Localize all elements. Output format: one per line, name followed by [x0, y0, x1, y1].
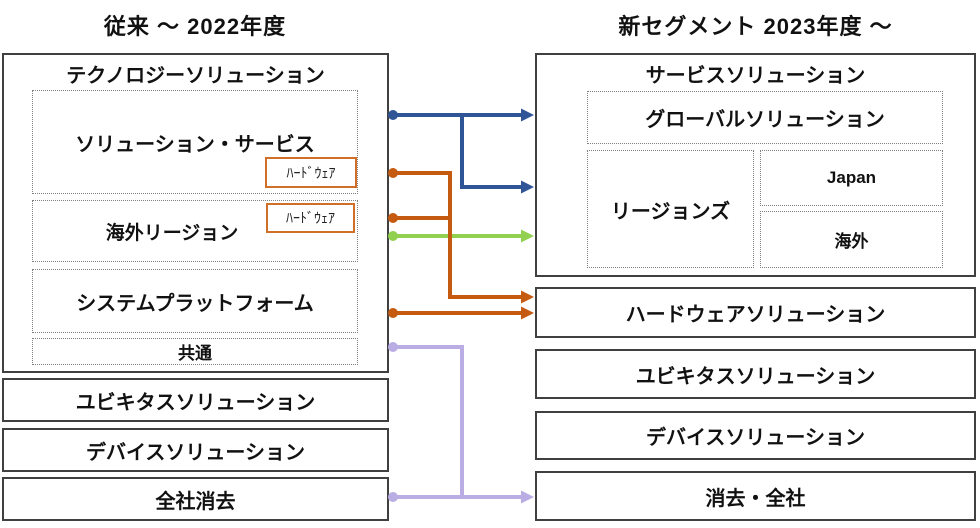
hardware-solutions-label: ハードウェアソリューション	[625, 304, 886, 326]
hardware-tag-overseas-regions: ﾊｰﾄﾞｳｪｱ	[266, 203, 355, 233]
arrow-orange-hardware	[388, 168, 534, 320]
japan-box: Japan	[760, 150, 943, 206]
japan-label: Japan	[826, 168, 877, 187]
ubiquitous-solutions-left-label: ユビキタスソリューション	[75, 391, 316, 414]
overseas-regions-label: 海外リージョン	[105, 222, 239, 244]
overseas-label: 海外	[834, 232, 869, 251]
regions-box: リージョンズ	[587, 150, 754, 268]
global-solutions-box: グローバルソリューション	[587, 91, 943, 144]
arrow-green-overseas	[388, 229, 534, 243]
device-solutions-right-label: デバイスソリューション	[646, 427, 865, 449]
arrow-lavender-eliminations	[388, 342, 534, 504]
solution-services-label: ソリューション・サービス	[75, 133, 315, 156]
common-box: 共通	[32, 338, 358, 365]
device-solutions-left-label: デバイスソリューション	[86, 441, 305, 464]
ubiquitous-solutions-left-box: ユビキタスソリューション	[2, 378, 389, 422]
device-solutions-left-box: デバイスソリューション	[2, 428, 389, 472]
technology-solutions-label: テクノロジーソリューション	[66, 65, 325, 87]
common-label: 共通	[178, 344, 212, 363]
hardware-tag-solution-services: ﾊｰﾄﾞｳｪｱ	[265, 157, 357, 188]
company-eliminations-label: 全社消去	[155, 490, 236, 513]
overseas-box: 海外	[760, 211, 943, 268]
hardware-solutions-box: ハードウェアソリューション	[535, 287, 976, 338]
system-platforms-box: システムプラットフォーム	[32, 269, 358, 333]
company-eliminations-box: 全社消去	[2, 477, 389, 521]
right-column-title: 新セグメント 2023年度 ～	[618, 14, 893, 39]
regions-label: リージョンズ	[610, 200, 731, 223]
ubiquitous-solutions-right-box: ユビキタスソリューション	[535, 349, 976, 399]
global-solutions-label: グローバルソリューション	[645, 109, 885, 131]
eliminations-corporate-box: 消去・全社	[535, 471, 976, 521]
device-solutions-right-box: デバイスソリューション	[535, 411, 976, 460]
left-column-title: 従来 ～ 2022年度	[103, 14, 287, 39]
arrow-blue-solution-services	[388, 108, 534, 194]
service-solutions-label: サービスソリューション	[645, 65, 866, 87]
eliminations-corporate-label: 消去・全社	[705, 487, 806, 510]
system-platforms-label: システムプラットフォーム	[76, 292, 314, 315]
ubiquitous-solutions-right-label: ユビキタスソリューション	[635, 365, 876, 388]
overseas-regions-box: 海外リージョン	[32, 200, 358, 262]
